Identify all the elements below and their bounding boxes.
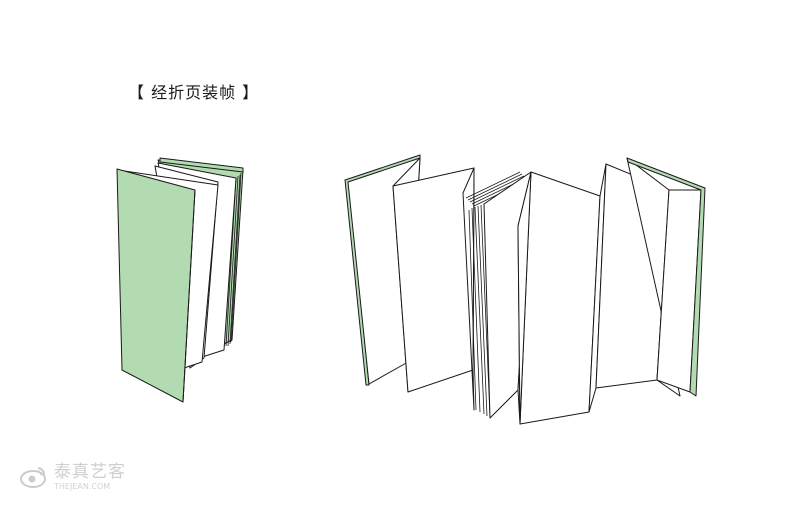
watermark-name-en: THEJEAN.COM [54,481,111,491]
folded-book [116,157,244,403]
diagram-title: 【 经折页装帧 】 [128,83,260,102]
watermark-name-cn: 泰真艺客 [54,461,126,482]
unfolded-book [344,154,706,425]
weibo-eye-icon [20,467,46,488]
open-right-cover-edge [626,157,706,397]
folded-front-cover [116,168,196,403]
open-panel-3 [392,167,475,393]
open-panel-4 [462,167,475,411]
watermark: 泰真艺客 THEJEAN.COM [18,462,126,492]
open-panel-7 [519,171,601,425]
